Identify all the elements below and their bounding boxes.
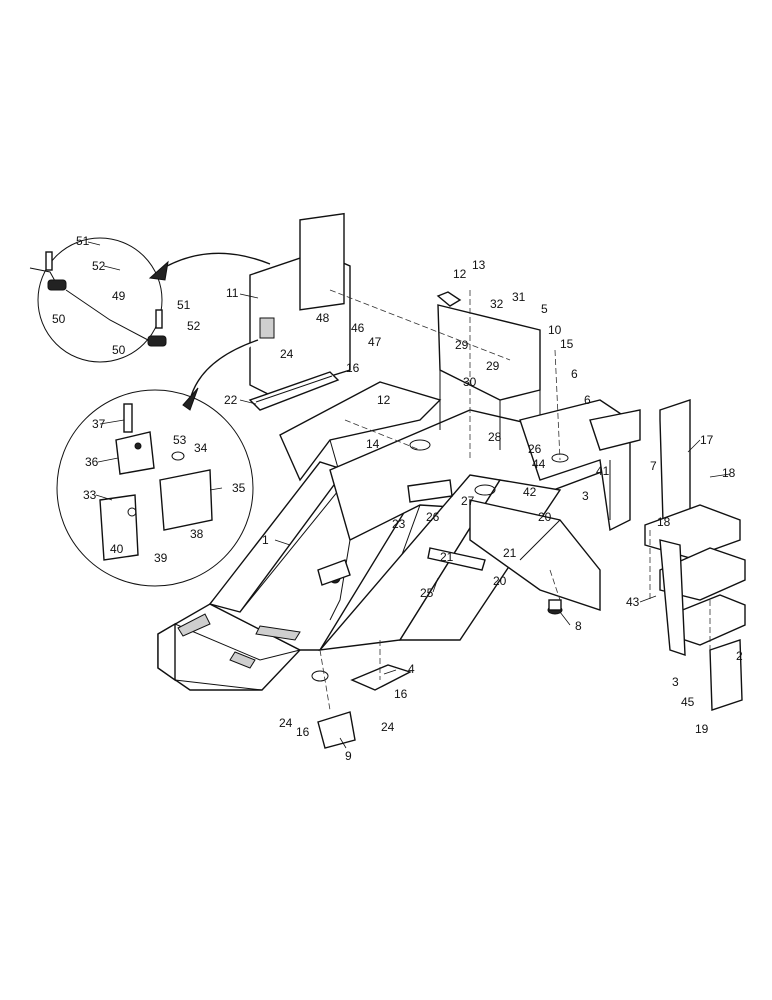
callout-6a: 6 bbox=[571, 367, 578, 381]
callout-16c: 16 bbox=[394, 687, 408, 701]
callout-43: 43 bbox=[626, 595, 640, 609]
callout-39: 39 bbox=[154, 551, 168, 565]
callout-26b: 26 bbox=[528, 442, 542, 456]
callout-3a: 3 bbox=[582, 489, 589, 503]
callout-31: 31 bbox=[512, 290, 526, 304]
callout-44: 44 bbox=[532, 457, 546, 471]
callout-41: 41 bbox=[596, 464, 610, 478]
callout-51a: 51 bbox=[76, 234, 90, 248]
callout-9: 9 bbox=[345, 749, 352, 763]
callout-22: 22 bbox=[224, 393, 238, 407]
callout-29b: 29 bbox=[486, 359, 500, 373]
callout-17: 17 bbox=[700, 433, 714, 447]
callout-2: 2 bbox=[736, 649, 743, 663]
callout-18b: 18 bbox=[657, 515, 671, 529]
small-steps bbox=[317, 664, 412, 749]
callout-50a: 50 bbox=[52, 312, 66, 326]
callout-35: 35 bbox=[232, 481, 246, 495]
callout-27: 27 bbox=[461, 494, 475, 508]
callout-33: 33 bbox=[83, 488, 97, 502]
callout-10: 10 bbox=[548, 323, 562, 337]
callout-16b: 16 bbox=[296, 725, 310, 739]
callout-3b: 3 bbox=[672, 675, 679, 689]
callout-7: 7 bbox=[650, 459, 657, 473]
callout-4: 4 bbox=[408, 662, 415, 676]
callout-30: 30 bbox=[463, 375, 477, 389]
callout-24a: 24 bbox=[280, 347, 294, 361]
callout-52a: 52 bbox=[92, 259, 106, 273]
callout-15: 15 bbox=[560, 337, 574, 351]
callout-13: 13 bbox=[472, 258, 486, 272]
callout-47: 47 bbox=[368, 335, 382, 349]
callout-14: 14 bbox=[366, 437, 380, 451]
callout-21a: 21 bbox=[440, 550, 454, 564]
callout-1: 1 bbox=[262, 533, 269, 547]
callout-29a: 29 bbox=[455, 338, 469, 352]
callout-49: 49 bbox=[112, 289, 126, 303]
callout-40: 40 bbox=[110, 542, 124, 556]
callout-45: 45 bbox=[681, 695, 695, 709]
callout-20b: 20 bbox=[493, 574, 507, 588]
callout-8: 8 bbox=[575, 619, 582, 633]
callout-42: 42 bbox=[523, 485, 537, 499]
callout-28: 28 bbox=[488, 430, 502, 444]
callout-labels: 1 2 3 4 5 6 7 8 9 10 11 12 13 14 15 16 1… bbox=[52, 234, 743, 763]
callout-50b: 50 bbox=[112, 343, 126, 357]
callout-38: 38 bbox=[190, 527, 204, 541]
callout-32: 32 bbox=[490, 297, 504, 311]
door-panel bbox=[248, 212, 351, 411]
callout-5: 5 bbox=[541, 302, 548, 316]
callout-53: 53 bbox=[173, 433, 187, 447]
step-assembly bbox=[644, 399, 746, 711]
callout-12a: 12 bbox=[453, 267, 467, 281]
callout-51b: 51 bbox=[177, 298, 191, 312]
callout-26a: 26 bbox=[426, 510, 440, 524]
callout-36: 36 bbox=[85, 455, 99, 469]
callout-21b: 21 bbox=[503, 546, 517, 560]
lock-inset bbox=[56, 389, 254, 587]
callout-11: 11 bbox=[226, 286, 239, 300]
callout-6b: 6 bbox=[584, 393, 591, 407]
callout-18a: 18 bbox=[722, 466, 736, 480]
callout-46: 46 bbox=[351, 321, 365, 335]
callout-20a: 20 bbox=[538, 510, 552, 524]
callout-37: 37 bbox=[92, 417, 106, 431]
callout-23: 23 bbox=[392, 517, 406, 531]
callout-24b: 24 bbox=[279, 716, 293, 730]
callout-24c: 24 bbox=[381, 720, 395, 734]
leader-lines bbox=[319, 289, 711, 711]
callout-52b: 52 bbox=[187, 319, 201, 333]
callout-16a: 16 bbox=[346, 361, 360, 375]
main-frame bbox=[157, 291, 641, 691]
callout-48: 48 bbox=[316, 311, 330, 325]
callout-12b: 12 bbox=[377, 393, 391, 407]
callout-leaders bbox=[87, 241, 731, 749]
latch-inset bbox=[29, 237, 167, 363]
callout-34: 34 bbox=[194, 441, 208, 455]
callout-25: 25 bbox=[420, 586, 434, 600]
callout-19: 19 bbox=[695, 722, 709, 736]
